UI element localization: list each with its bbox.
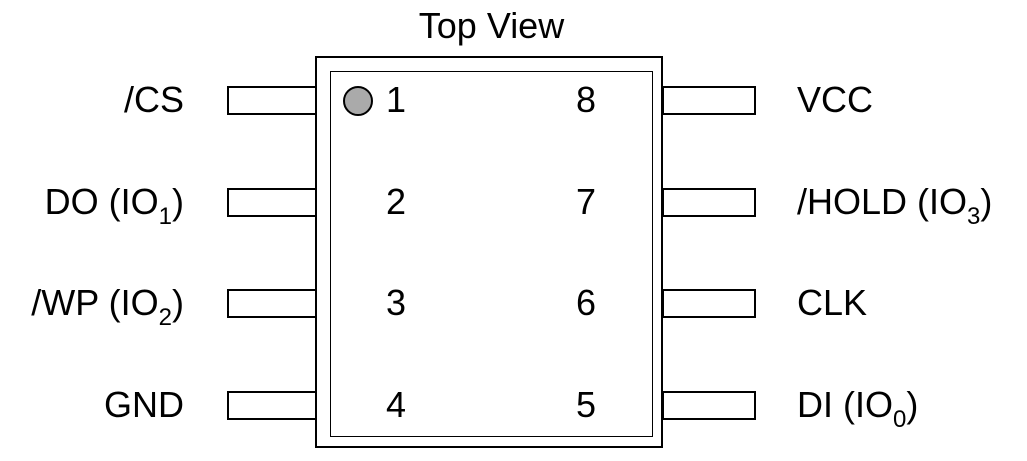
pin-label-5-suffix: ) — [906, 384, 919, 425]
pin-label-2-subscript: 1 — [158, 203, 172, 230]
pin-label-8: VCC — [797, 78, 873, 122]
pin-lead-2 — [227, 188, 317, 217]
pin-lead-1 — [227, 86, 317, 115]
pin-label-1: /CS — [124, 78, 184, 122]
pin-label-8-name: VCC — [797, 79, 874, 120]
pin-number-6: 6 — [575, 282, 597, 323]
pin-label-2-suffix: ) — [172, 181, 184, 222]
pin-label-6: CLK — [797, 281, 867, 325]
pin-label-7-suffix: ) — [980, 181, 993, 222]
pin1-indicator-dot — [343, 86, 373, 116]
pin-label-3-suffix: ) — [172, 282, 184, 323]
pin-label-3-subscript: 2 — [158, 304, 172, 331]
pin-label-3-name: /WP (IO — [31, 282, 159, 323]
pin-label-4-name: GND — [104, 384, 184, 425]
pin-label-3: /WP (IO2) — [31, 281, 184, 330]
pin-lead-6 — [662, 289, 756, 318]
pin-number-5: 5 — [575, 384, 597, 425]
pin-label-2-name: DO (IO — [44, 181, 159, 222]
pin-number-1: 1 — [385, 79, 407, 120]
pin-lead-4 — [227, 391, 317, 420]
pin-label-5-subscript: 0 — [893, 406, 907, 433]
pin-label-5: DI (IO0) — [797, 383, 919, 432]
pin-label-2: DO (IO1) — [44, 180, 184, 229]
pin-number-2: 2 — [385, 181, 407, 222]
diagram-title: Top View — [418, 5, 565, 46]
pin-label-7-subscript: 3 — [967, 203, 981, 230]
pin-label-1-name: /CS — [123, 79, 184, 120]
pin-lead-5 — [662, 391, 756, 420]
pin-label-6-name: CLK — [797, 282, 868, 323]
pin-number-7: 7 — [575, 181, 597, 222]
pin-number-4: 4 — [385, 384, 407, 425]
pin-lead-7 — [662, 188, 756, 217]
pin-label-5-name: DI (IO — [797, 384, 893, 425]
pin-label-4: GND — [104, 383, 184, 427]
pin-label-7: /HOLD (IO3) — [797, 180, 993, 229]
pin-lead-8 — [662, 86, 756, 115]
chip-package-outline — [315, 56, 663, 448]
pin-label-7-name: /HOLD (IO — [797, 181, 968, 222]
chip-body-inner-outline — [330, 71, 653, 437]
pin-number-3: 3 — [385, 282, 407, 323]
pin-number-8: 8 — [575, 79, 597, 120]
pin-lead-3 — [227, 289, 317, 318]
